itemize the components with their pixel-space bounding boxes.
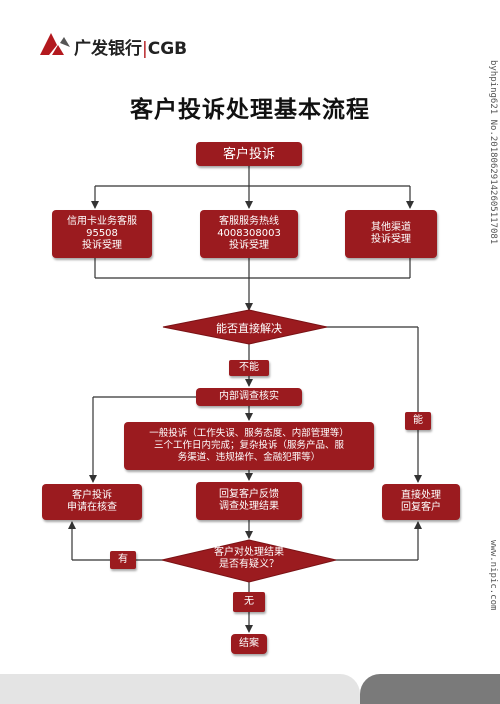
cgb-logo-icon bbox=[40, 33, 70, 55]
side-watermark-bottom: www.nipic.com bbox=[488, 540, 498, 611]
node-end: 结案 bbox=[231, 634, 267, 654]
side-watermark-top: byhping621 No.20180629142605117081 bbox=[488, 60, 498, 245]
node-complaint-label: 客户投诉 bbox=[222, 146, 275, 162]
brand-name: 广发银行 bbox=[74, 39, 142, 59]
node-other-channels: 其他渠道 投诉受理 bbox=[345, 210, 437, 258]
label-cannot: 不能 bbox=[229, 360, 269, 376]
node-customer-appeal-label: 客户投诉 申请在核查 bbox=[67, 490, 117, 513]
label-can-text: 能 bbox=[413, 415, 423, 426]
label-yes: 有 bbox=[110, 551, 136, 569]
node-classification-label: 一般投诉（工作失误、服务态度、内部管理等） 三个工作日内完成；复杂投诉（服务产品… bbox=[149, 428, 349, 463]
decision-doubt-label: 客户对处理结果 是否有疑义？ bbox=[214, 547, 284, 570]
node-card-service-label: 信用卡业务客服 95508 投诉受理 bbox=[67, 216, 137, 251]
label-yes-text: 有 bbox=[118, 554, 128, 565]
node-end-label: 结案 bbox=[239, 638, 259, 649]
node-internal-check: 内部调查核实 bbox=[196, 388, 302, 406]
footer-bar-dark bbox=[360, 674, 500, 704]
node-internal-check-label: 内部调查核实 bbox=[219, 391, 279, 402]
brand-code: CGB bbox=[147, 39, 188, 59]
label-no: 无 bbox=[233, 592, 265, 612]
decision-doubt-shape bbox=[161, 539, 337, 583]
brand-logo: 广发银行|CGB bbox=[74, 34, 187, 59]
label-cannot-text: 不能 bbox=[239, 362, 259, 373]
node-customer-appeal: 客户投诉 申请在核查 bbox=[42, 484, 142, 520]
brand-separator: | bbox=[142, 39, 148, 59]
node-classification: 一般投诉（工作失误、服务态度、内部管理等） 三个工作日内完成；复杂投诉（服务产品… bbox=[124, 422, 374, 470]
node-complaint: 客户投诉 bbox=[196, 142, 302, 166]
node-feedback: 回复客户反馈 调查处理结果 bbox=[196, 482, 302, 520]
node-direct-handle-label: 直接处理 回复客户 bbox=[401, 490, 441, 513]
node-other-channels-label: 其他渠道 投诉受理 bbox=[371, 222, 411, 245]
footer-bar-light bbox=[0, 674, 360, 704]
node-card-service: 信用卡业务客服 95508 投诉受理 bbox=[52, 210, 152, 258]
node-feedback-label: 回复客户反馈 调查处理结果 bbox=[219, 489, 279, 512]
decision-direct-shape bbox=[162, 309, 328, 345]
label-can: 能 bbox=[405, 412, 431, 430]
node-hotline: 客服服务热线 4008308003 投诉受理 bbox=[200, 210, 298, 258]
label-no-text: 无 bbox=[244, 596, 254, 607]
decision-direct-label: 能否直接解决 bbox=[216, 322, 282, 335]
node-direct-handle: 直接处理 回复客户 bbox=[382, 484, 460, 520]
page-title: 客户投诉处理基本流程 bbox=[130, 97, 370, 123]
node-hotline-label: 客服服务热线 4008308003 投诉受理 bbox=[217, 216, 281, 251]
